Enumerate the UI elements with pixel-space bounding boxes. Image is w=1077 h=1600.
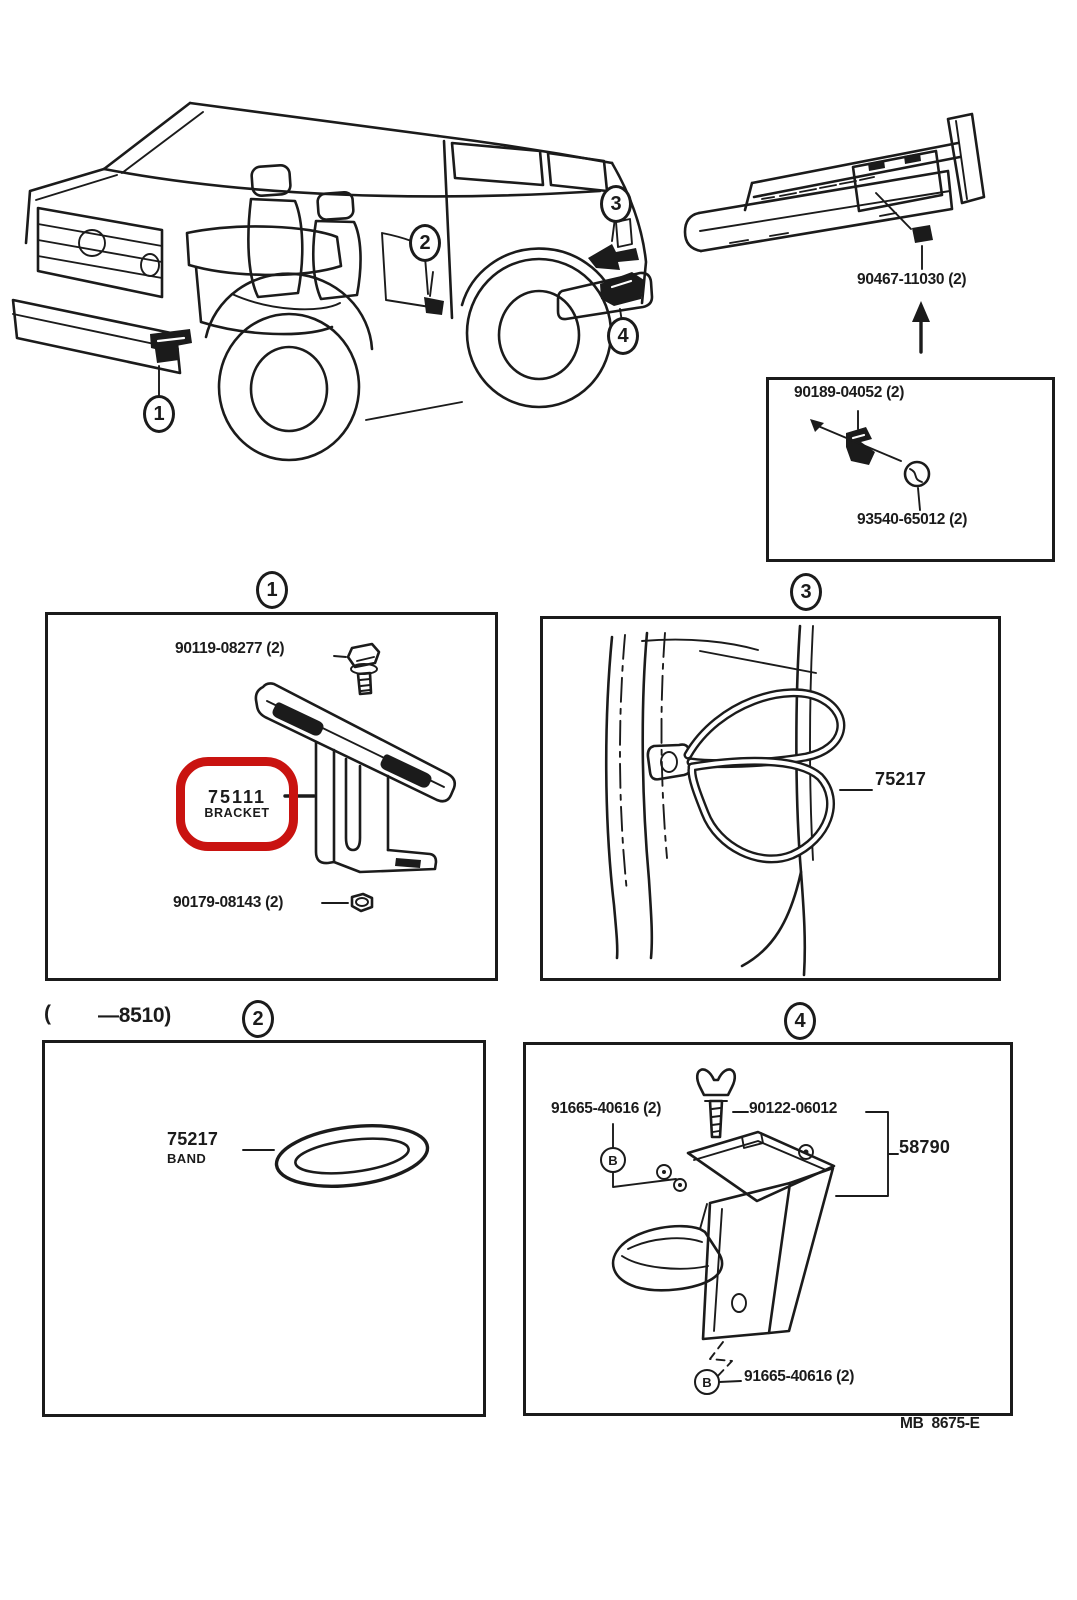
applicability-open-paren: ( <box>44 1002 51 1025</box>
part-label-nut-section1: 90179-08143 (2) <box>173 894 284 911</box>
part-label-screw: 93540-65012 (2) <box>857 511 968 528</box>
part-label-clip: 90189-04052 (2) <box>794 384 905 401</box>
car-illustration <box>11 101 654 462</box>
part-label-bolt-section1: 90119-08277 (2) <box>175 640 285 657</box>
section-2-box <box>42 1040 486 1417</box>
callout-2-on-car: 2 <box>409 224 441 262</box>
section-4-header-callout: 4 <box>784 1002 816 1040</box>
section-2-header-callout: 2 <box>242 1000 274 1038</box>
highlighted-part-name: BRACKET <box>204 805 270 820</box>
clip-detail-box <box>766 377 1055 562</box>
section-3-header-callout: 3 <box>790 573 822 611</box>
callout-3-on-car: 3 <box>600 185 632 223</box>
band-ring-illustration <box>242 1124 430 1188</box>
section-4-box <box>523 1042 1013 1416</box>
callout-4-on-car: 4 <box>607 317 639 355</box>
step-bracket-illustration <box>611 1068 899 1383</box>
figure-code: MB 8675-E <box>900 1415 980 1432</box>
part-label-assembly-section4: 58790 <box>899 1137 951 1157</box>
callout-1-on-car: 1 <box>143 395 175 433</box>
part-label-band-section3: 75217 <box>875 769 927 789</box>
part-label-wingbolt-section4: 90122-06012 <box>749 1100 838 1117</box>
part-label-nut-bottom-section4: 91665-40616 (2) <box>744 1368 855 1385</box>
section-3-box <box>540 616 1001 981</box>
part-label-nut-top-section4: 91665-40616 (2) <box>551 1100 662 1117</box>
applicability-range: —8510) <box>98 1004 171 1027</box>
nut-marker-top: B <box>600 1147 626 1173</box>
section-1-box <box>45 612 498 981</box>
nut-marker-bottom: B <box>694 1369 720 1395</box>
rear-bumper-illustration <box>683 112 986 354</box>
highlighted-part-number: 75111 <box>207 786 267 807</box>
pillar-band-illustration <box>604 624 873 977</box>
part-label-rear-bumper: 90467-11030 (2) <box>857 271 967 288</box>
section-1-header-callout: 1 <box>256 571 288 609</box>
clip-screw-illustration <box>810 410 931 511</box>
highlight-ring: 75111 BRACKET <box>176 757 298 851</box>
part-label-band-section2: 75217 <box>167 1129 219 1149</box>
part-name-band-section2: BAND <box>167 1151 207 1166</box>
